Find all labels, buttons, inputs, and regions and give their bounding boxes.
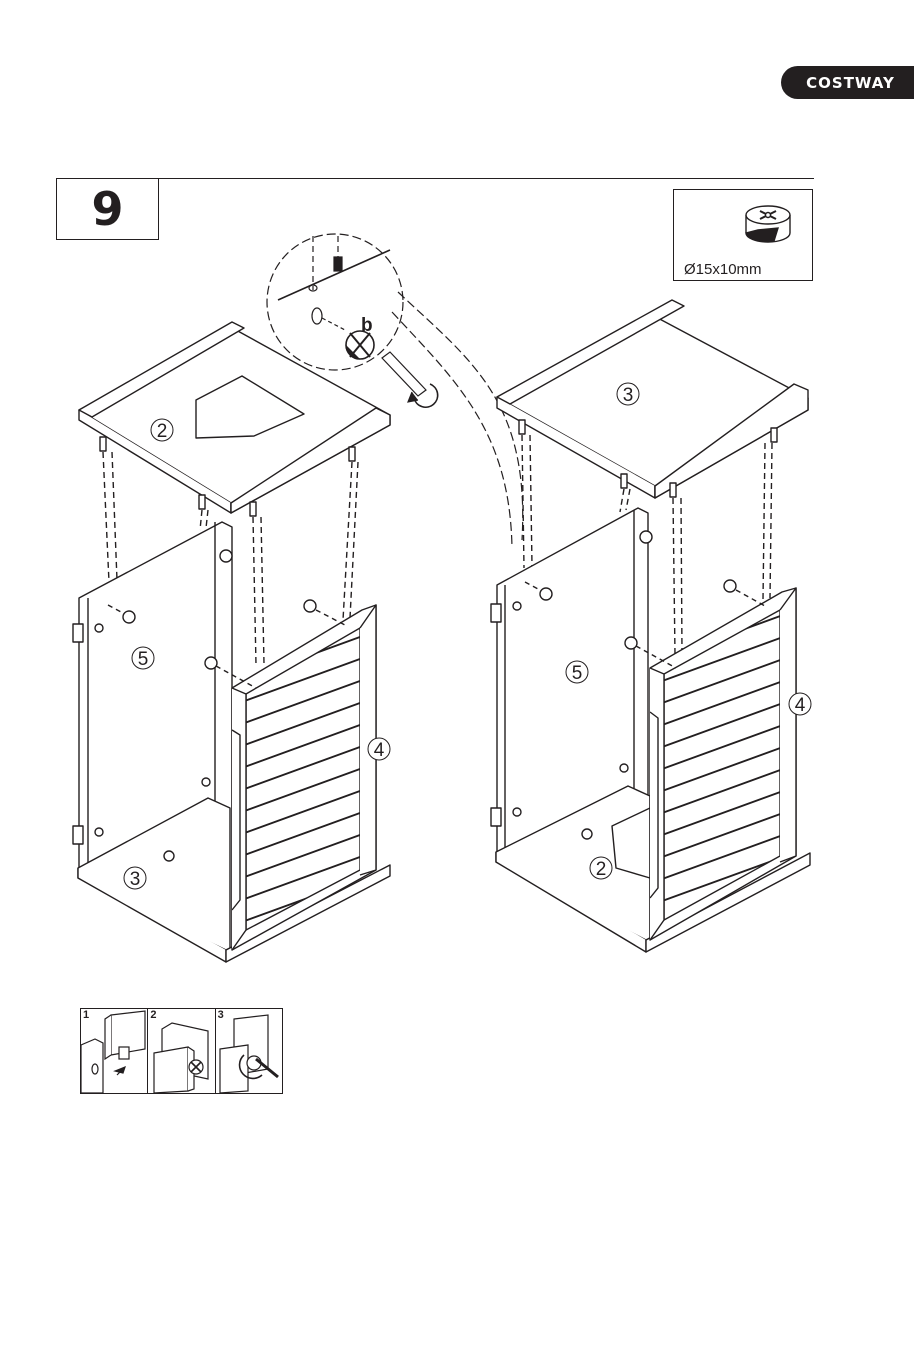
right-back-panel-label: 5 [572, 663, 583, 684]
right-side-panel-label: 4 [795, 695, 806, 716]
left-side-panel-label: 4 [374, 740, 385, 761]
right-top-panel-label: 3 [623, 385, 634, 406]
screwdriver-icon [382, 352, 438, 407]
cam-lock-steps-inset: 1 2 3 [80, 1008, 283, 1094]
insert-bolt-icon [81, 1009, 148, 1093]
detail-leader-line [398, 292, 523, 540]
detail-label-b: b [361, 315, 373, 336]
left-back-panel-label: 5 [138, 649, 149, 670]
fit-cam-lock-icon [148, 1009, 212, 1093]
inset-step-3: 3 [216, 1009, 282, 1093]
inset-step-1: 1 [81, 1009, 148, 1093]
right-assembly [491, 300, 810, 952]
detail-leader-line [392, 312, 512, 548]
assembly-illustration: b [0, 0, 914, 1000]
right-bottom-panel-label: 2 [596, 859, 607, 880]
tighten-cam-lock-icon [216, 1009, 280, 1093]
left-assembly [73, 322, 390, 962]
left-top-panel-label: 2 [157, 421, 168, 442]
cam-lock-detail [267, 234, 403, 370]
left-bottom-panel-label: 3 [130, 869, 141, 890]
inset-step-2: 2 [148, 1009, 215, 1093]
